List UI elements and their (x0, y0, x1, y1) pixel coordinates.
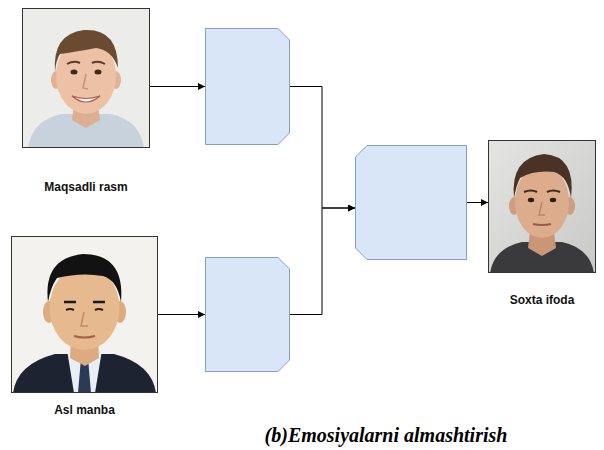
flow-arrow (158, 314, 205, 315)
target-photo (22, 8, 150, 148)
source-image: Asl manba (11, 236, 158, 393)
decoder-outline (355, 145, 467, 260)
flow-arrow (467, 202, 488, 203)
decoder-block (355, 145, 467, 260)
target-image: Maqsadli rasm (22, 8, 150, 148)
flow-arrow (290, 87, 355, 209)
flow-arrow (290, 208, 355, 315)
image-label: Soxta ifoda (510, 293, 575, 307)
source-photo (11, 236, 158, 393)
image-label: Asl manba (54, 403, 115, 417)
encoder-block (205, 257, 290, 372)
image-label: Maqsadli rasm (44, 180, 127, 194)
encoder-block (205, 28, 290, 145)
output-image: Soxta ifoda (488, 140, 596, 273)
figure-caption: (b)Emosiyalarni almashtirish (265, 424, 508, 447)
encoder-outline (205, 257, 290, 372)
flow-arrow (150, 86, 205, 87)
fake-photo (488, 140, 596, 273)
encoder-outline (205, 28, 290, 145)
